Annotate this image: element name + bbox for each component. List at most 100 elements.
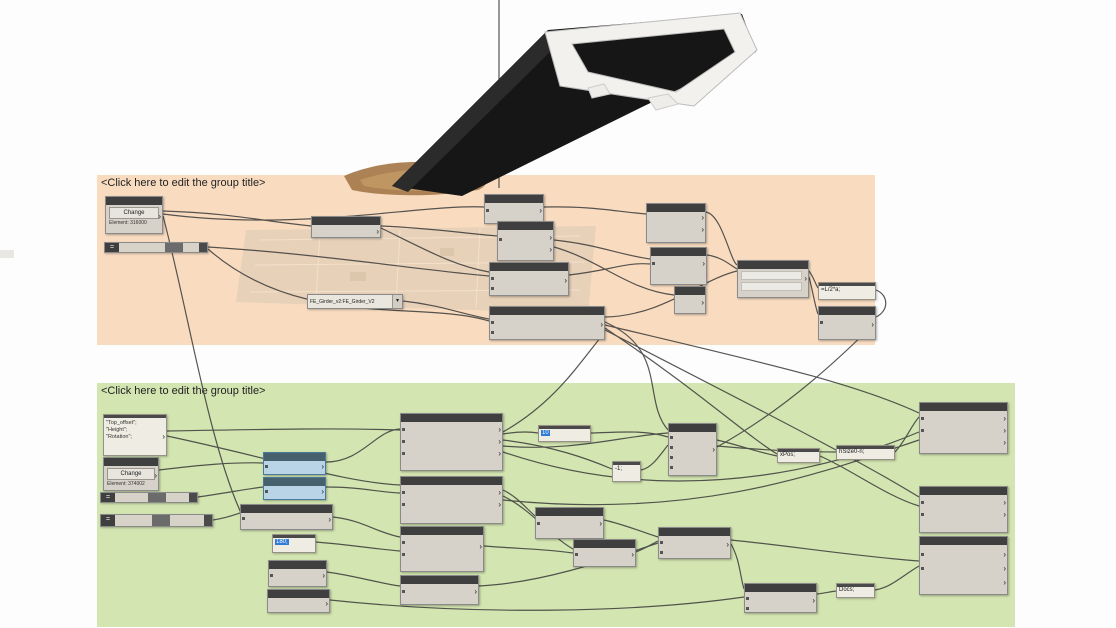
code-line[interactable]: "Height"; bbox=[106, 427, 128, 433]
node-header[interactable] bbox=[778, 449, 819, 452]
number-slider-1[interactable]: = bbox=[104, 242, 208, 253]
output-port-icon[interactable]: › bbox=[712, 445, 715, 454]
input-port[interactable] bbox=[660, 551, 663, 554]
input-port[interactable] bbox=[652, 262, 655, 265]
node-orange-d[interactable]: › bbox=[489, 262, 569, 296]
input-row[interactable] bbox=[741, 271, 802, 280]
group-orange-title[interactable]: <Click here to edit the group title> bbox=[101, 177, 266, 189]
input-port[interactable] bbox=[265, 465, 268, 468]
input-port[interactable] bbox=[486, 209, 489, 212]
node-green-g[interactable]: › bbox=[658, 527, 731, 559]
input-port[interactable] bbox=[921, 417, 924, 420]
output-port-icon[interactable]: › bbox=[549, 233, 552, 242]
node-header[interactable] bbox=[498, 222, 553, 230]
node-header[interactable] bbox=[490, 307, 604, 315]
input-port[interactable] bbox=[402, 590, 405, 593]
output-port-icon[interactable]: › bbox=[599, 519, 602, 528]
input-port[interactable] bbox=[670, 446, 673, 449]
output-port-icon[interactable]: › bbox=[498, 437, 501, 446]
output-port-icon[interactable]: › bbox=[154, 471, 157, 480]
node-orange-c[interactable]: › › bbox=[497, 221, 554, 261]
node-header[interactable] bbox=[485, 195, 543, 203]
input-port[interactable] bbox=[575, 553, 578, 556]
node-right-3[interactable]: › › › bbox=[919, 536, 1008, 595]
node-green-big-1[interactable]: › › › bbox=[400, 413, 503, 471]
node-header[interactable] bbox=[539, 426, 590, 429]
code-block-xpos[interactable]: xPos; bbox=[777, 448, 820, 463]
number-slider-2[interactable]: = bbox=[100, 492, 198, 503]
input-port[interactable] bbox=[491, 331, 494, 334]
node-right-1[interactable]: › › › bbox=[919, 402, 1008, 454]
input-port[interactable] bbox=[921, 501, 924, 504]
output-port-icon[interactable]: › bbox=[701, 225, 704, 234]
slider-track[interactable] bbox=[115, 493, 189, 502]
output-port-icon[interactable]: › bbox=[1003, 414, 1006, 423]
input-port[interactable] bbox=[660, 541, 663, 544]
code-block-10[interactable]: 10 bbox=[538, 425, 591, 442]
output-port-icon[interactable]: › bbox=[871, 320, 874, 329]
node-header[interactable] bbox=[920, 403, 1007, 411]
node-select-element-1[interactable]: Change Element: 316000 › bbox=[105, 196, 163, 234]
selected-code-text[interactable]: 180; bbox=[275, 539, 289, 545]
input-port[interactable] bbox=[491, 321, 494, 324]
output-port-icon[interactable]: › bbox=[162, 432, 165, 441]
code-text[interactable]: hSize0-n; bbox=[839, 449, 865, 455]
slider-track[interactable] bbox=[115, 515, 204, 526]
input-port[interactable] bbox=[746, 597, 749, 600]
input-port[interactable] bbox=[921, 429, 924, 432]
node-header[interactable] bbox=[104, 458, 158, 466]
node-header[interactable] bbox=[819, 283, 875, 286]
input-port[interactable] bbox=[242, 517, 245, 520]
output-port-icon[interactable]: › bbox=[322, 571, 325, 580]
input-port[interactable] bbox=[921, 513, 924, 516]
output-port-icon[interactable]: › bbox=[600, 320, 603, 329]
node-header[interactable] bbox=[738, 261, 808, 269]
output-port-icon[interactable]: › bbox=[631, 550, 634, 559]
code-block-hsize[interactable]: hSize0-n; bbox=[836, 445, 895, 460]
code-text[interactable]: =L/2*a; bbox=[821, 287, 841, 293]
node-green-b[interactable]: › bbox=[268, 560, 327, 587]
node-orange-b[interactable]: › bbox=[484, 194, 544, 224]
node-green-big-3[interactable]: › bbox=[400, 526, 484, 572]
code-text[interactable]: Docs; bbox=[839, 587, 855, 593]
node-orange-j[interactable]: › bbox=[818, 306, 876, 340]
output-port-icon[interactable]: › bbox=[479, 542, 482, 551]
node-header[interactable] bbox=[574, 540, 635, 548]
node-header[interactable] bbox=[312, 217, 380, 225]
change-button[interactable]: Change bbox=[109, 207, 159, 219]
group-green-title[interactable]: <Click here to edit the group title> bbox=[101, 385, 266, 397]
input-port[interactable] bbox=[402, 541, 405, 544]
node-header[interactable] bbox=[819, 307, 875, 315]
output-port-icon[interactable]: › bbox=[328, 515, 331, 524]
output-port-icon[interactable]: › bbox=[498, 425, 501, 434]
code-text[interactable]: xPos; bbox=[780, 452, 796, 458]
node-header[interactable] bbox=[613, 462, 640, 465]
output-port-icon[interactable]: › bbox=[701, 213, 704, 222]
output-port-icon[interactable]: › bbox=[1003, 564, 1006, 573]
input-port[interactable] bbox=[402, 452, 405, 455]
slider-handle[interactable] bbox=[152, 515, 171, 526]
node-header[interactable] bbox=[401, 576, 478, 584]
input-port[interactable] bbox=[921, 553, 924, 556]
output-port-icon[interactable]: › bbox=[321, 487, 324, 496]
slider-handle[interactable] bbox=[148, 493, 167, 502]
dropdown-arrow-icon[interactable]: ▾ bbox=[392, 295, 402, 308]
node-header[interactable] bbox=[273, 535, 315, 538]
output-port-icon[interactable]: › bbox=[1003, 498, 1006, 507]
output-port-icon[interactable]: › bbox=[564, 276, 567, 285]
code-text[interactable]: -1; bbox=[615, 466, 623, 472]
node-header[interactable] bbox=[401, 477, 502, 485]
output-port-icon[interactable]: › bbox=[804, 274, 807, 283]
code-line[interactable]: "Rotation"; bbox=[106, 434, 132, 440]
girder-type-dropdown[interactable]: FE_Girder_v2:FE_Girder_V2 ▾ bbox=[307, 294, 403, 309]
input-port[interactable] bbox=[402, 503, 405, 506]
node-header[interactable] bbox=[647, 204, 705, 212]
output-port-icon[interactable]: › bbox=[702, 259, 705, 268]
code-block-neg1[interactable]: -1; bbox=[612, 461, 641, 482]
input-port[interactable] bbox=[670, 466, 673, 469]
input-port[interactable] bbox=[820, 321, 823, 324]
input-port[interactable] bbox=[402, 553, 405, 556]
output-port-icon[interactable]: › bbox=[321, 462, 324, 471]
node-green-c[interactable]: › bbox=[267, 589, 330, 613]
